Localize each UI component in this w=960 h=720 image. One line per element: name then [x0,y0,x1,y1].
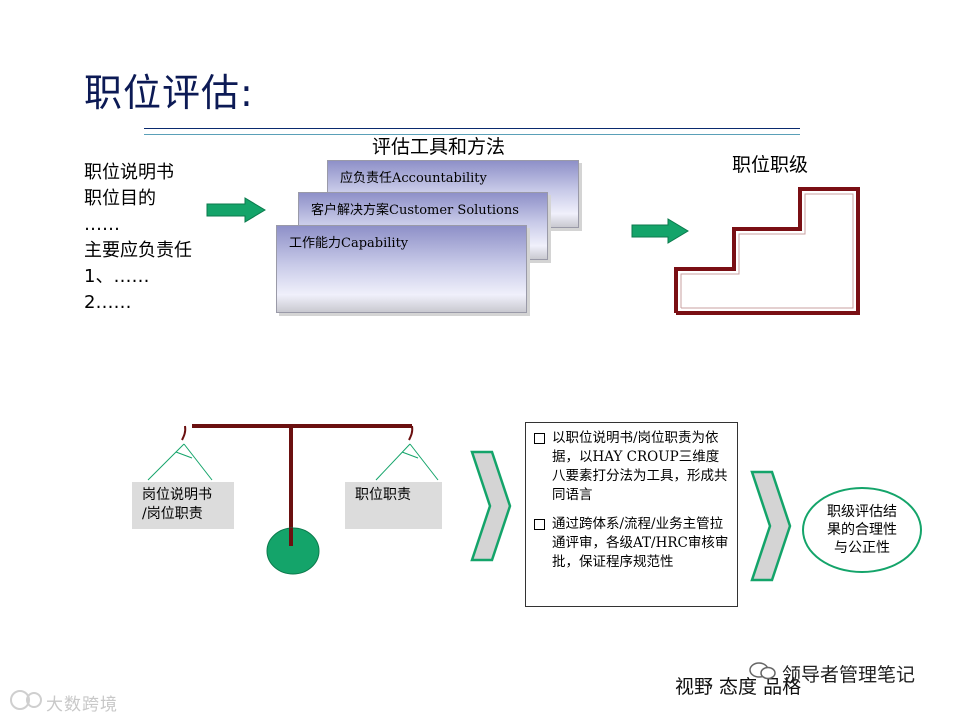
tools-heading: 评估工具和方法 [372,136,506,158]
input-list: 职位说明书 职位目的 …… 主要应负责任 1、…… 2…… [84,160,192,316]
list-item: 职位说明书 [84,162,174,183]
left-pan-label: 岗位说明书 /岗位职责 [132,482,234,529]
method-item: 以职位说明书/岗位职责为依据，以HAY CROUP三维度八要素打分法为工具，形成… [534,429,729,505]
list-item: 职位目的 [84,188,156,209]
list-item: 1、…… [84,266,150,287]
right-arrow-icon [206,197,266,223]
list-item: 2…… [84,292,132,313]
card-label: 应负责任Accountability [340,171,487,186]
right-pan-label: 职位职责 [345,482,442,529]
level-label: 职位职级 [732,154,809,176]
brand-name: 领导者管理笔记 [782,664,916,686]
method-item-text: 以职位说明书/岗位职责为依据，以HAY CROUP三维度八要素打分法为工具，形成… [552,430,728,503]
chat-icon [749,662,776,680]
title-divider-light [144,134,800,135]
chevron-right-icon [750,470,792,582]
card-label: 客户解决方案Customer Solutions [311,203,519,218]
balance-scale-icon [147,424,439,575]
evaluation-method-box: 以职位说明书/岗位职责为依据，以HAY CROUP三维度八要素打分法为工具，形成… [525,422,738,607]
result-text: 职级评估结果的合理性与公正性 [827,504,897,556]
method-item: 通过跨体系/流程/业务主管拉通评审，各级AT/HRC审核审批，保证程序规范性 [534,515,729,572]
method-item-text: 通过跨体系/流程/业务主管拉通评审，各级AT/HRC审核审批，保证程序规范性 [552,516,729,570]
title-divider-dark [144,128,800,129]
right-arrow-icon [631,218,689,244]
watermark-text: 大数跨境 [46,695,118,715]
card-capability: 工作能力Capability [276,225,527,313]
page-title: 职位评估: [84,71,254,115]
list-item: …… [84,214,120,235]
staircase-icon [674,187,860,315]
checkbox-icon [534,519,545,530]
footer-slogan: 视野 态度 品格 [675,676,802,698]
checkbox-icon [534,433,545,444]
chevron-right-icon [470,450,512,562]
list-item: 主要应负责任 [84,240,192,261]
result-ellipse: 职级评估结果的合理性与公正性 [802,487,922,573]
watermark-logo-icon [10,690,42,710]
card-label: 工作能力Capability [289,236,409,251]
